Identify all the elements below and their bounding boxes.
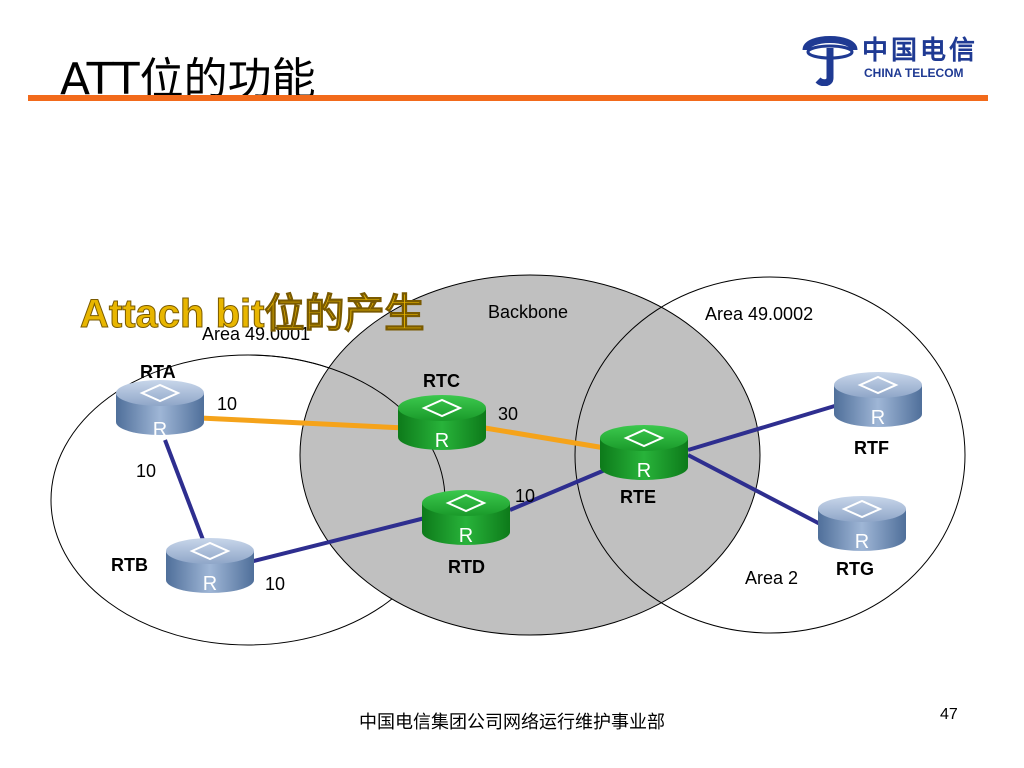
router-name-rte: RTE (620, 487, 656, 507)
router-glyph: R (459, 525, 473, 547)
area-49-0001-arc (249, 354, 446, 501)
china-telecom-logo: 中国电信 CHINA TELECOM (800, 30, 990, 87)
overlay-heading: Attach bit位的产生 (80, 292, 424, 336)
router-arrows-icon (421, 398, 463, 418)
metric-rtc-rte: 30 (498, 404, 518, 424)
area-49-0001-label: Area 49.0001 (202, 324, 310, 344)
link-rta-rtc (199, 415, 406, 431)
router-arrows-icon (139, 383, 181, 403)
link-rte-rtf (687, 403, 839, 452)
router-rtg[interactable]: R (818, 496, 906, 553)
router-glyph: R (855, 531, 869, 553)
router-glyph: R (203, 573, 217, 595)
link-rte-rtg (687, 453, 823, 527)
backbone-circle (299, 274, 761, 636)
router-rte[interactable]: R (600, 425, 688, 482)
router-name-rtd: RTD (448, 557, 485, 577)
router-arrows-icon (623, 428, 665, 448)
router-arrows-icon (445, 493, 487, 513)
metric-rtd-rte: 10 (515, 486, 535, 506)
area-49-0002-circle (574, 276, 966, 634)
router-glyph: R (871, 407, 885, 429)
router-name-rtb: RTB (111, 555, 148, 575)
footer-text: 中国电信集团公司网络运行维护事业部 (359, 712, 665, 733)
area-49-0002-label: Area 49.0002 (705, 304, 813, 324)
router-name-rtf: RTF (854, 438, 889, 458)
link-rtb-rtd (249, 516, 426, 564)
router-arrows-icon (841, 499, 883, 519)
metric-rtb-rtd: 10 (265, 574, 285, 594)
router-rtc[interactable]: R (398, 395, 486, 452)
title-divider (28, 95, 988, 101)
link-rtd-rte (509, 468, 606, 512)
router-name-rtg: RTG (836, 559, 874, 579)
logo-chinese-text: 中国电信 (862, 36, 979, 66)
page-number: 47 (940, 706, 958, 723)
router-rta[interactable]: R (116, 380, 204, 441)
router-arrows-icon (857, 375, 899, 395)
router-rtd[interactable]: R (422, 490, 510, 547)
link-rtc-rte (484, 425, 606, 451)
backbone-label: Backbone (488, 302, 568, 322)
metric-rta-rtc: 10 (217, 394, 237, 414)
area-2-label: Area 2 (745, 568, 798, 588)
router-arrows-icon (189, 541, 231, 561)
router-glyph: R (435, 430, 449, 452)
telecom-emblem-icon (802, 36, 858, 87)
router-name-rtc: RTC (423, 371, 460, 391)
router-glyph: R (637, 460, 651, 482)
router-glyph: R (153, 419, 167, 441)
logo-english-text: CHINA TELECOM (864, 66, 964, 80)
router-name-rta: RTA (140, 362, 176, 382)
metric-rta-rtb: 10 (136, 461, 156, 481)
router-rtb[interactable]: R (166, 538, 254, 595)
router-rtf[interactable]: R (834, 372, 922, 429)
link-rta-rtb (163, 439, 207, 546)
